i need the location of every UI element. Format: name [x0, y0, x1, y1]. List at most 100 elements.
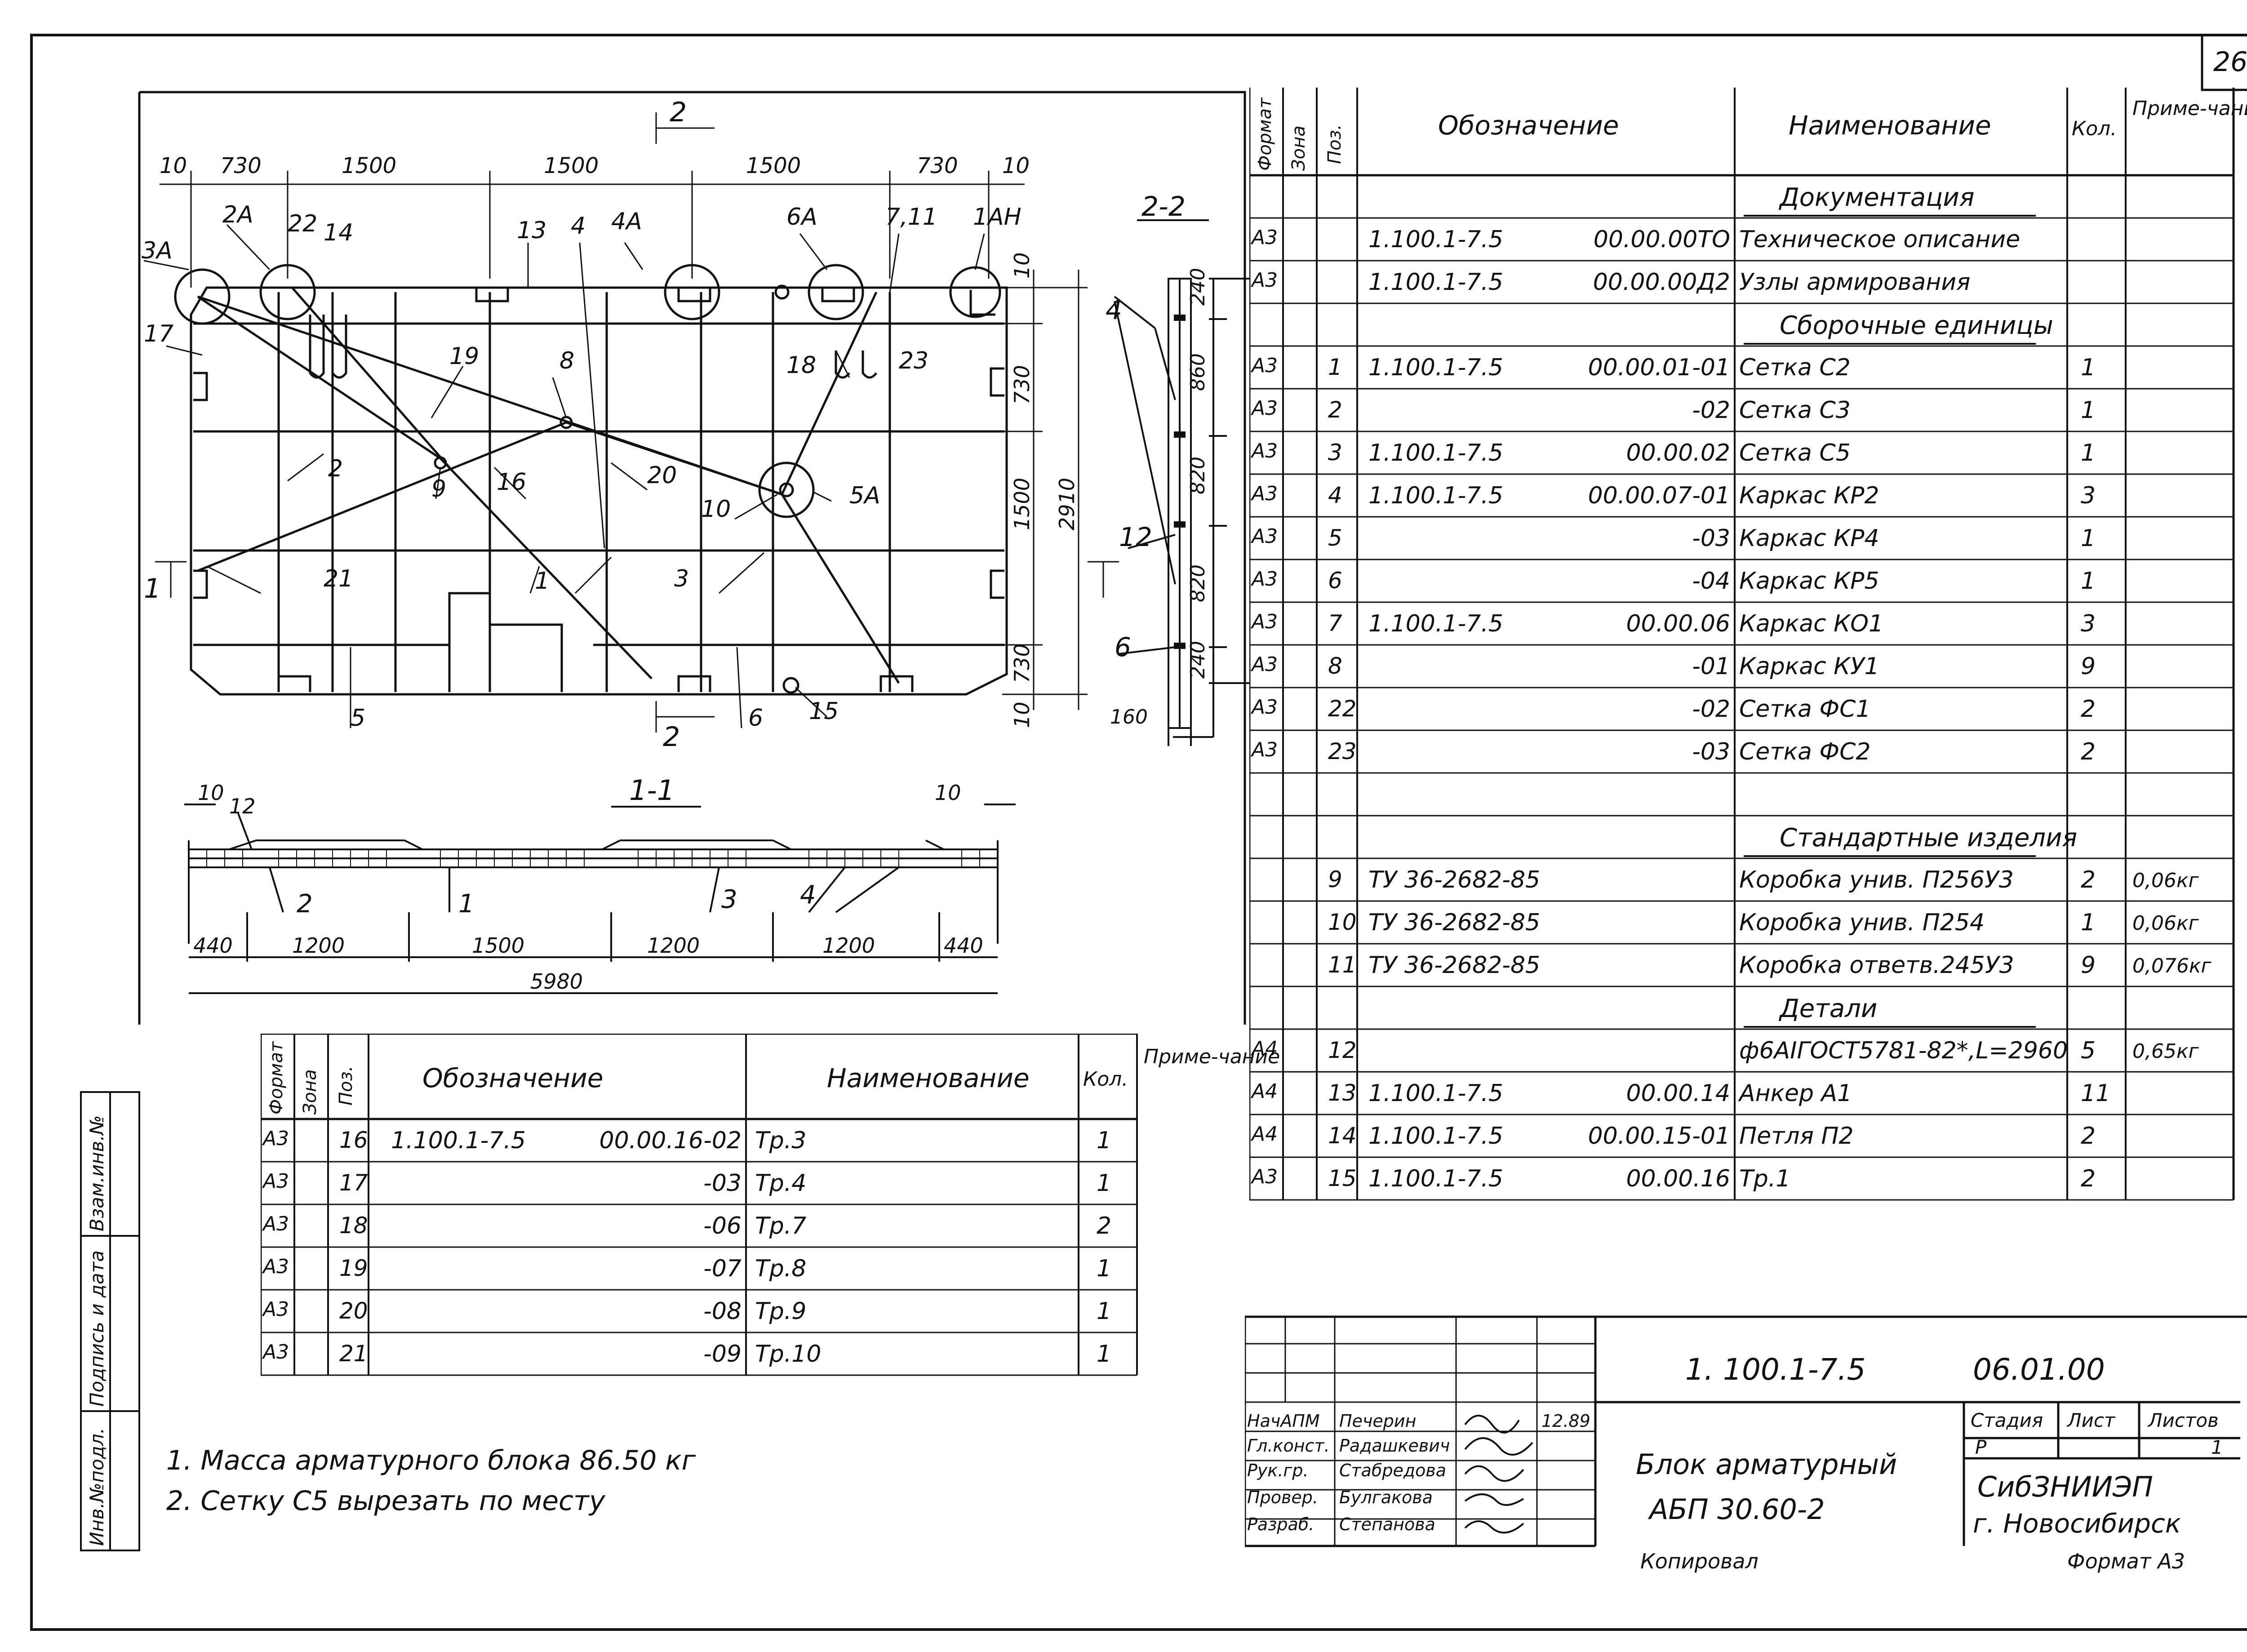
spec-row-des2: -02 [1692, 397, 1730, 424]
spec-row-format: А4 [1252, 1123, 1278, 1146]
spec-row-des2: -03 [1692, 525, 1730, 552]
spec-row-format: А4 [1252, 1037, 1278, 1060]
spec-row-name: Тр.1 [1739, 1165, 1791, 1192]
section-mark-left: 1 [144, 573, 161, 604]
spec-row-des1: 1.100.1-7.5 [1368, 1080, 1503, 1107]
small-row-des1: 1.100.1-7.5 [391, 1127, 526, 1154]
spec-row-name: Петля П2 [1739, 1123, 1854, 1150]
small-row-des2: -08 [703, 1298, 742, 1325]
spec-row-format: А3 [1252, 738, 1278, 761]
callout-1AN: 1АН [973, 204, 1021, 231]
spec-row-pos: 3 [1328, 440, 1342, 466]
spec-row-qty: 9 [2081, 952, 2096, 979]
signer-role-3: Рук.гр. [1247, 1461, 1309, 1480]
spec-row-pos: 22 [1328, 696, 1357, 722]
spec-section-title: Документация [1780, 183, 1975, 212]
sec22-dim-820a: 820 [1186, 457, 1209, 494]
dim-right-2910: 2910 [1055, 478, 1079, 530]
dim-right-10b: 10 [1010, 702, 1034, 728]
small-row-pos: 16 [339, 1127, 368, 1153]
title-block: 1. 100.1-7.5 06.01.00 Блок арматурный АБ… [1245, 1315, 2247, 1573]
spec-row-qty: 5 [2081, 1037, 2096, 1064]
spec-row-des1: ТУ 36-2682-85 [1368, 952, 1541, 979]
stamp-inv-no: Инв.№подл. [86, 1428, 108, 1546]
small-row-format: А3 [263, 1255, 289, 1278]
small-row-format: А3 [263, 1170, 289, 1193]
signatures [1464, 1415, 1533, 1534]
callout-16: 16 [497, 469, 526, 496]
callout-21: 21 [324, 565, 353, 592]
spec-row-pos: 4 [1328, 482, 1342, 508]
callout-4A: 4А [611, 208, 642, 235]
spec-row-des1: 1.100.1-7.5 [1368, 610, 1503, 637]
small-row-pos: 18 [339, 1212, 368, 1239]
section-underline [1744, 343, 2036, 345]
plan-view: 10 730 1500 1500 1500 730 10 10 730 1500… [138, 91, 1246, 1025]
spec-row-des2: 00.00.00Д2 [1593, 269, 1730, 296]
dim-top-10b: 10 [1002, 153, 1030, 178]
section-mark-top: 2 [670, 97, 687, 128]
sec22-callout-6: 6 [1115, 632, 1131, 662]
spec-row-pos: 8 [1328, 653, 1342, 679]
section-underline [1744, 1026, 2036, 1028]
spec-row-qty: 3 [2081, 610, 2096, 637]
spec-row-format: А3 [1252, 525, 1278, 548]
dim-top-1500a: 1500 [342, 153, 396, 178]
spec-row-name: Сетка С5 [1739, 440, 1851, 466]
small-row-qty: 1 [1097, 1127, 1112, 1154]
small-header-qty: Кол. [1083, 1068, 1128, 1091]
callout-15: 15 [809, 698, 839, 725]
sec11-callout-4: 4 [800, 880, 816, 910]
callout-20: 20 [647, 462, 677, 489]
small-row-name: Тр.7 [755, 1212, 807, 1239]
spec-row-format: А3 [1252, 653, 1278, 676]
spec-row-name: Коробка унив. П254 [1739, 909, 1985, 936]
spec-row-name: Коробка унив. П256У3 [1739, 866, 2014, 893]
small-row-qty: 1 [1097, 1298, 1112, 1325]
sec11-dim-1200c: 1200 [822, 933, 875, 958]
signer-role-2: Гл.конст. [1247, 1436, 1330, 1456]
spec-row-format: А3 [1252, 482, 1278, 505]
spec-row-des2: 00.00.14 [1626, 1080, 1730, 1107]
callout-2: 2 [328, 455, 343, 482]
spec-header-format: Формат [1255, 98, 1275, 171]
section-mark-bottom: 2 [663, 721, 680, 753]
callout-10: 10 [701, 496, 731, 523]
spec-row-des1: ТУ 36-2682-85 [1368, 866, 1541, 893]
small-row-pos: 21 [339, 1341, 368, 1367]
spec-row-des2: 00.00.02 [1626, 440, 1730, 466]
spec-row-des2: 00.00.01-01 [1588, 354, 1731, 381]
spec-row-name: Сетка С2 [1739, 354, 1851, 381]
signer-name-5: Степанова [1339, 1514, 1435, 1534]
spec-row-qty: 1 [2081, 354, 2096, 381]
sec11-dim-1200a: 1200 [292, 933, 345, 958]
spec-row-pos: 14 [1328, 1123, 1357, 1149]
small-row-qty: 1 [1097, 1341, 1112, 1368]
callout-4: 4 [571, 213, 586, 240]
sec11-callout-3: 3 [721, 885, 737, 914]
small-row-qty: 1 [1097, 1255, 1112, 1282]
signer-role-1: НачАПМ [1247, 1411, 1320, 1431]
spec-row-format: А3 [1252, 226, 1278, 249]
spec-row-format: А3 [1252, 696, 1278, 719]
spec-row-des1: 1.100.1-7.5 [1368, 354, 1503, 381]
spec-row-des2: -02 [1692, 696, 1730, 723]
sec22-callout-12: 12 [1119, 522, 1152, 552]
dim-right-730b: 730 [1010, 644, 1034, 683]
sec11-dim-440a: 440 [193, 933, 233, 958]
dim-top-1500c: 1500 [746, 153, 801, 178]
spec-row-des1: 1.100.1-7.5 [1368, 482, 1503, 509]
spec-row-pos: 5 [1328, 525, 1342, 551]
small-row-name: Тр.9 [755, 1298, 807, 1325]
small-row-format: А3 [263, 1127, 289, 1150]
spec-row-qty: 1 [2081, 909, 2096, 936]
title-sheets-label: Листов [2147, 1409, 2219, 1431]
spec-row-des2: -04 [1692, 568, 1730, 595]
stamp-signature-date: Подпись и дата [86, 1250, 108, 1407]
spec-row-des2: 00.00.00ТО [1593, 226, 1730, 253]
callout-18: 18 [786, 352, 816, 379]
dim-top-10a: 10 [160, 153, 187, 178]
spec-row-pos: 2 [1328, 397, 1342, 423]
spec-row-name: ф6АIГОСТ5781-82*,L=2960 [1739, 1037, 2068, 1064]
section-underline [1744, 855, 2036, 857]
